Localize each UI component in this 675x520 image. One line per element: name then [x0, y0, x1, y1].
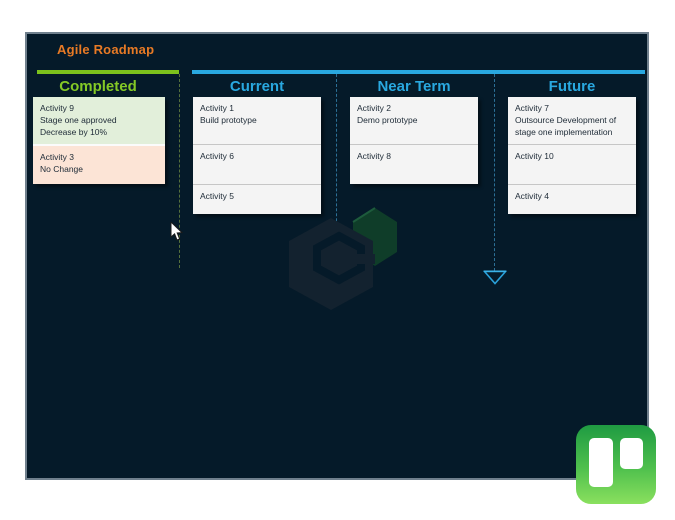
card-text-line: Activity 6 — [200, 151, 235, 161]
roadmap-card[interactable]: Activity 6 — [193, 144, 321, 184]
card-text-line: Decrease by 10% — [40, 127, 108, 138]
card-text-line: Activity 8 — [357, 151, 392, 161]
column-header-near-term: Near Term — [377, 78, 451, 95]
logo-right-bar — [620, 438, 643, 469]
separator-current-near — [336, 74, 337, 271]
card-text-line: Activity 10 — [515, 151, 554, 161]
roadmap-card[interactable]: Activity 2 Demo prototype — [350, 97, 478, 144]
card-text-line: Activity 2 — [357, 103, 392, 113]
roadmap-card[interactable]: Activity 5 — [193, 184, 321, 214]
card-text-line: Activity 5 — [200, 191, 235, 201]
mouse-pointer-icon — [170, 222, 184, 241]
completed-underline — [37, 70, 179, 74]
card-text-line: Activity 4 — [515, 191, 550, 201]
roadmap-card[interactable]: Activity 4 — [508, 184, 636, 214]
card-text-line: Activity 9 — [40, 103, 75, 113]
pipeline-underline — [192, 70, 645, 74]
down-triangle-icon — [483, 270, 507, 285]
roadmap-card[interactable]: Activity 3 No Change — [33, 144, 165, 184]
card-stack-near-term: Activity 2 Demo prototype Activity 8 — [350, 97, 478, 184]
column-header-current: Current — [229, 78, 285, 95]
roadmap-board-panel: Agile Roadmap Completed Current Near Ter… — [25, 32, 649, 480]
card-text-line: Demo prototype — [357, 115, 418, 126]
trello-logo — [576, 425, 656, 504]
card-text-line: Build prototype — [200, 115, 257, 126]
roadmap-card[interactable]: Activity 9 Stage one approved Decrease b… — [33, 97, 165, 144]
card-text-line: Stage one approved — [40, 115, 117, 126]
card-text-line: Outsource Development of stage one imple… — [515, 115, 617, 138]
page-title: Agile Roadmap — [57, 42, 155, 57]
card-stack-future: Activity 7 Outsource Development of stag… — [508, 97, 636, 214]
separator-near-future — [494, 74, 495, 271]
hexagon-watermark — [289, 207, 397, 310]
roadmap-card[interactable]: Activity 1 Build prototype — [193, 97, 321, 144]
separator-completed-current — [179, 74, 180, 268]
roadmap-card[interactable]: Activity 10 — [508, 144, 636, 184]
roadmap-card[interactable]: Activity 7 Outsource Development of stag… — [508, 97, 636, 144]
card-stack-completed: Activity 9 Stage one approved Decrease b… — [33, 97, 165, 184]
card-text-line: Activity 7 — [515, 103, 550, 113]
logo-left-bar — [589, 438, 613, 487]
column-header-future: Future — [548, 78, 596, 95]
card-text-line: No Change — [40, 164, 84, 175]
card-stack-current: Activity 1 Build prototype Activity 6 Ac… — [193, 97, 321, 214]
roadmap-card[interactable]: Activity 8 — [350, 144, 478, 184]
card-text-line: Activity 1 — [200, 103, 235, 113]
column-header-completed: Completed — [59, 78, 137, 95]
card-text-line: Activity 3 — [40, 152, 75, 162]
